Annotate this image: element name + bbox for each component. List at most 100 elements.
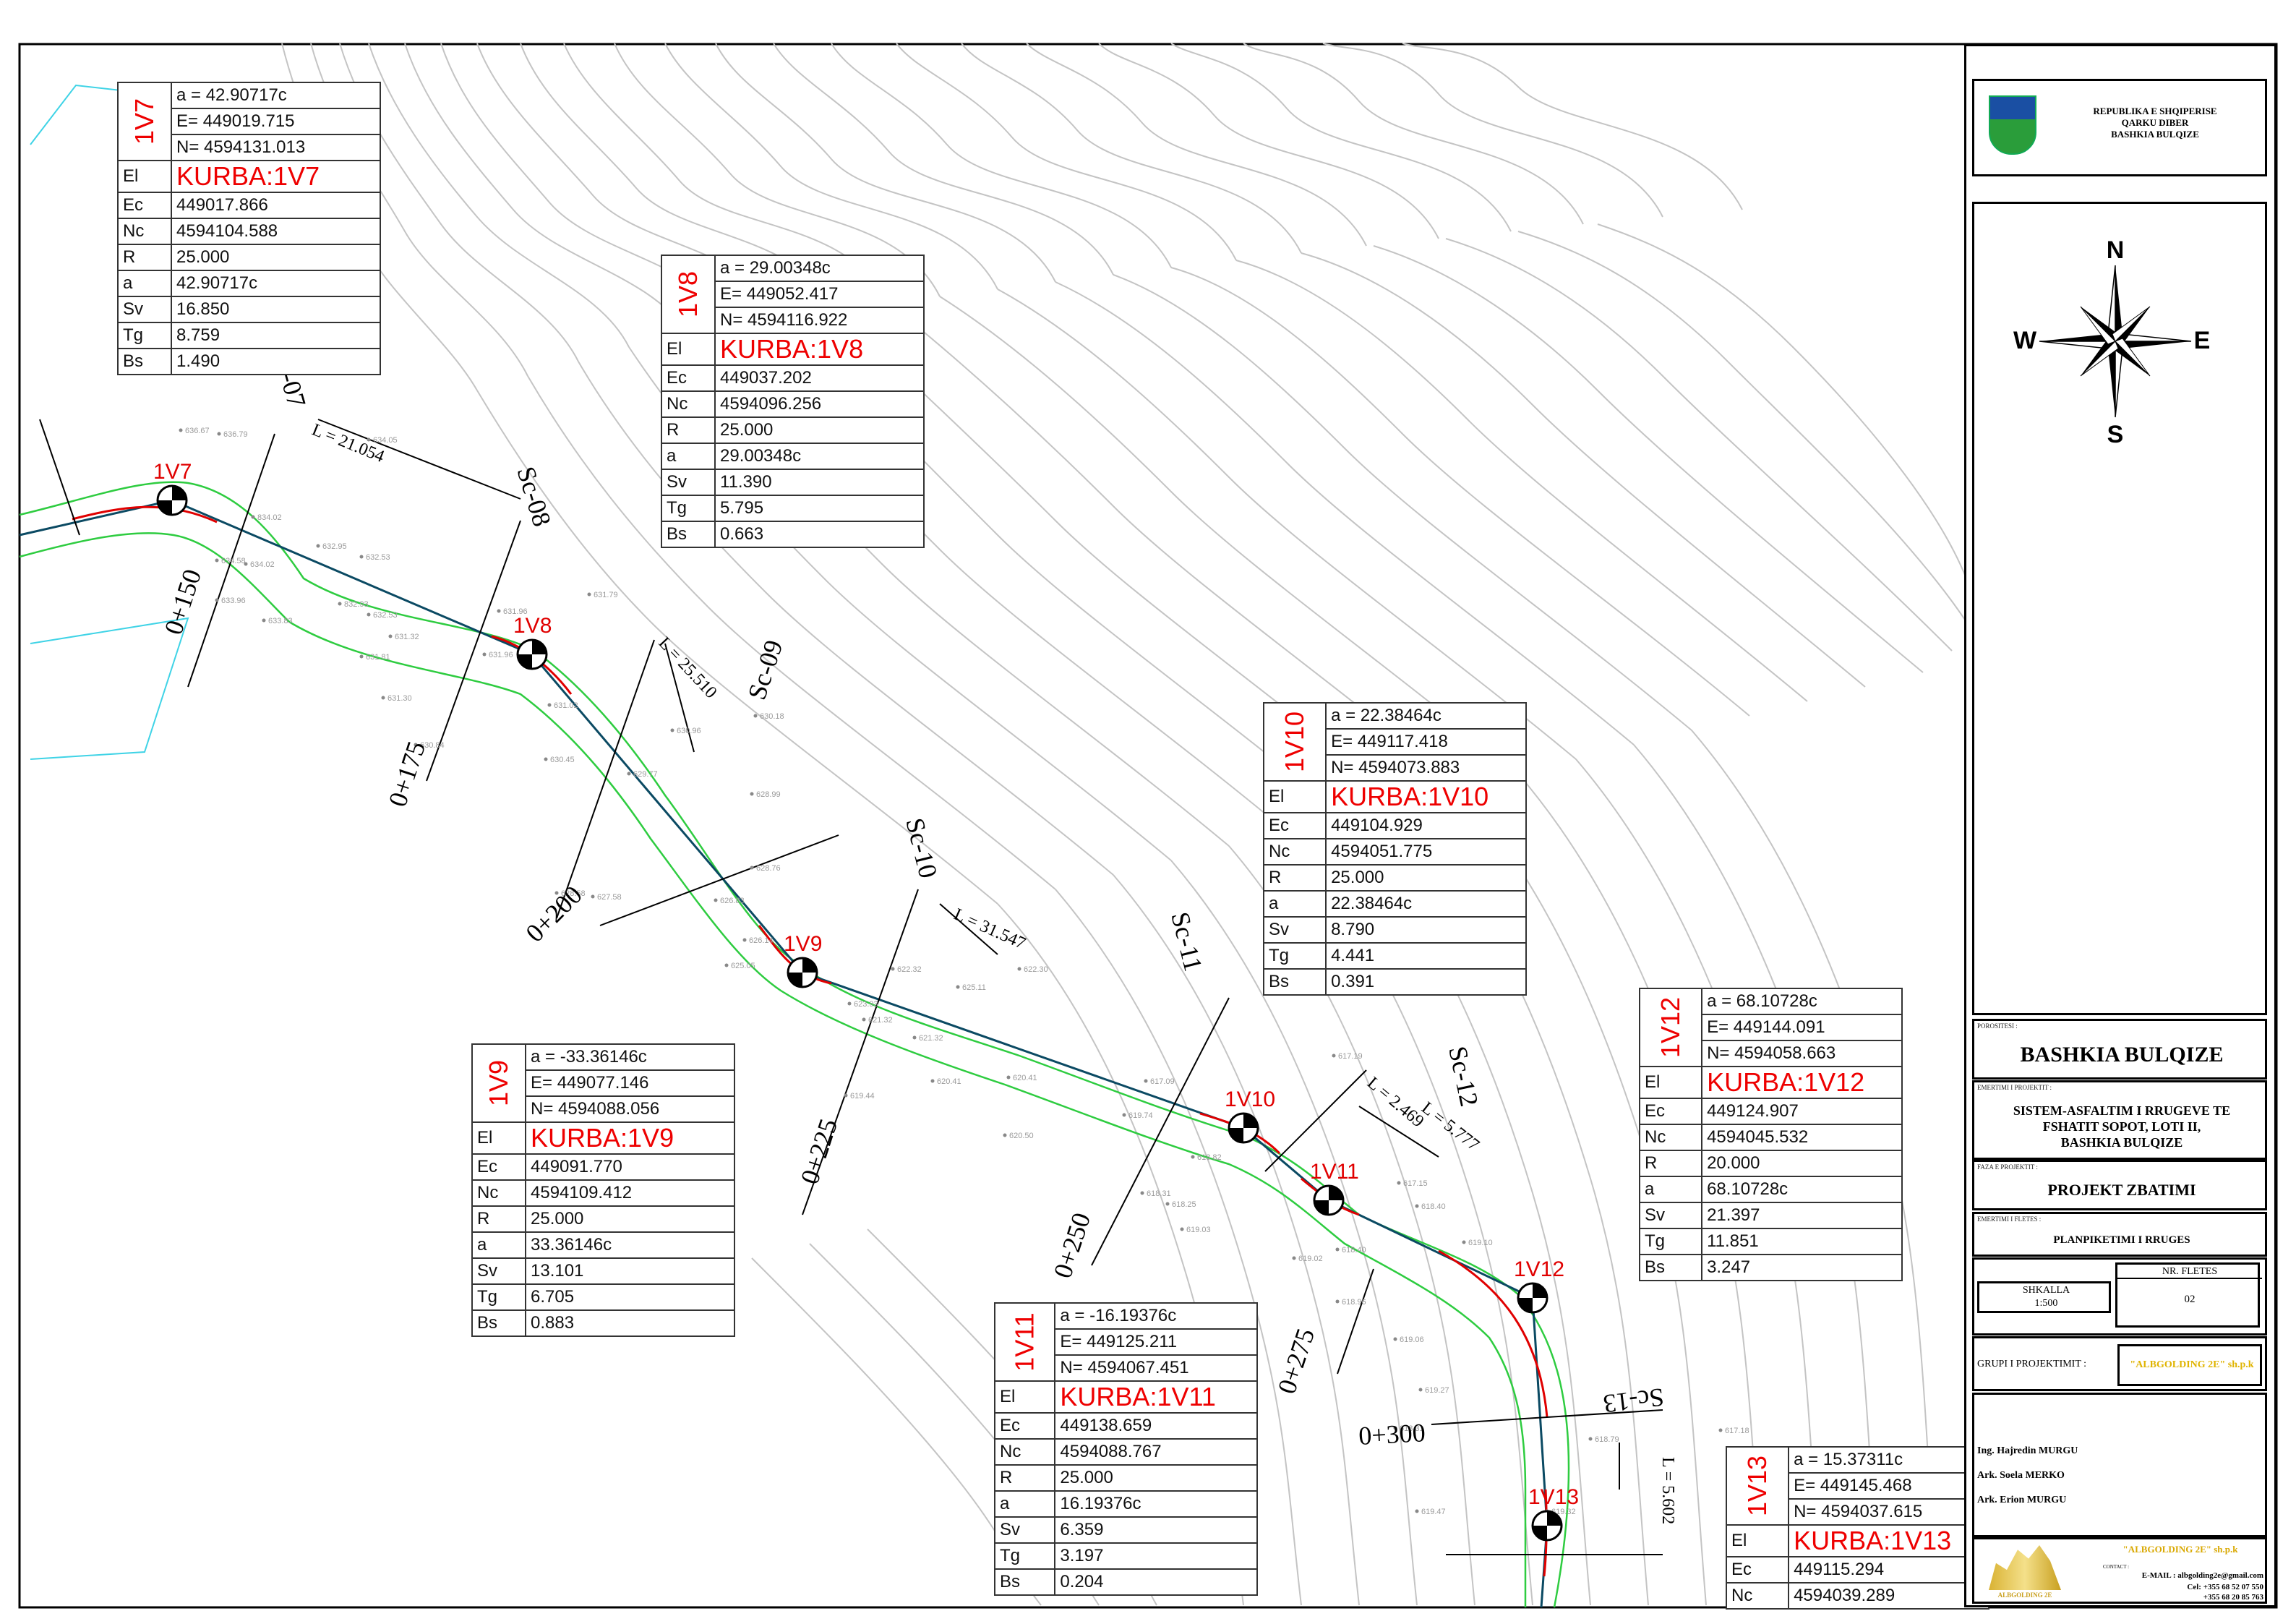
curve-param-key: Nc xyxy=(1725,1582,1790,1610)
curve-param-value: 4594088.767 xyxy=(1054,1438,1258,1466)
spot-height: 630.84 xyxy=(414,741,445,750)
svg-text:618.79: 618.79 xyxy=(1595,1435,1619,1444)
curve-param-key: Nc xyxy=(471,1179,526,1207)
spot-height: 618.40 xyxy=(1335,1246,1366,1255)
curve-param-key: Bs xyxy=(117,348,172,375)
curve-param-value: 4594039.289 xyxy=(1788,1582,1989,1610)
spot-height: 617.15 xyxy=(1397,1179,1428,1188)
spot-height: 617.09 xyxy=(1144,1077,1175,1086)
client-name: BASHKIA BULQIZE xyxy=(2020,1043,2224,1067)
curve-param-value: 449091.770 xyxy=(525,1153,735,1181)
svg-text:620.41: 620.41 xyxy=(937,1077,961,1086)
designer-1: Ing. Hajredin MURGU xyxy=(1977,1445,2078,1456)
spot-height: 626.14 xyxy=(742,936,774,945)
curve-param-key: Ec xyxy=(661,364,716,392)
svg-text:633.83: 633.83 xyxy=(268,617,293,625)
designer-2: Ark. Soela MERKO xyxy=(1977,1470,2065,1481)
svg-text:636.79: 636.79 xyxy=(223,430,248,439)
curve-param-value: 25.000 xyxy=(171,244,381,271)
curve-param-key: Tg xyxy=(1638,1228,1703,1255)
curve-el-key: El xyxy=(661,333,716,366)
curve-title: KURBA:1V11 xyxy=(1054,1380,1258,1414)
segment-length-label: L = 5.602 xyxy=(1658,1457,1677,1524)
project-line-3: BASHKIA BULQIZE xyxy=(2060,1135,2183,1150)
spot-height: 622.32 xyxy=(891,965,922,974)
spot-height: 631.30 xyxy=(381,694,412,703)
compass-e: E xyxy=(2193,327,2211,354)
svg-text:632.53: 632.53 xyxy=(373,611,398,620)
svg-text:619.74: 619.74 xyxy=(1128,1111,1153,1120)
spot-height: 620.41 xyxy=(930,1077,961,1086)
curve-northing: N= 4594131.013 xyxy=(171,134,381,161)
company-name: "ALBGOLDING 2E" sh.p.k xyxy=(2122,1544,2238,1555)
vertex-label: 1V7 xyxy=(153,460,192,484)
curve-param-value: 25.000 xyxy=(1054,1464,1258,1492)
spot-height: 631.79 xyxy=(587,591,618,599)
curve-param-value: 449124.907 xyxy=(1701,1098,1903,1125)
curve-title: KURBA:1V7 xyxy=(171,160,381,193)
svg-text:626.83: 626.83 xyxy=(720,897,745,905)
svg-text:636.67: 636.67 xyxy=(185,427,210,435)
svg-text:622.32: 622.32 xyxy=(897,965,922,974)
company-phone-2: +355 68 20 85 763 xyxy=(2203,1593,2263,1602)
svg-text:627.58: 627.58 xyxy=(597,893,622,902)
curve-easting: E= 449117.418 xyxy=(1325,728,1527,756)
curve-param-key: Bs xyxy=(993,1568,1056,1596)
curve-param-value: 13.101 xyxy=(525,1257,735,1285)
curve-param-value: 20.000 xyxy=(1701,1150,1903,1177)
vertex-label: 1V13 xyxy=(1528,1485,1579,1509)
chainage-label: 0+175 xyxy=(383,738,432,810)
vertex-label: 1V10 xyxy=(1225,1087,1275,1111)
phase-value: PROJEKT ZBATIMI xyxy=(2047,1181,2196,1199)
company-logo-icon xyxy=(1989,1545,2061,1590)
svg-text:618.40: 618.40 xyxy=(1342,1246,1366,1255)
design-group-box: GRUPI I PROJEKTIMIT : "ALBGOLDING 2E" sh… xyxy=(1972,1336,2267,1391)
svg-text:631.32: 631.32 xyxy=(395,633,419,641)
spot-height: 617.19 xyxy=(1332,1052,1363,1061)
designer-3: Ark. Erion MURGU xyxy=(1977,1495,2067,1505)
sheet-number-label: NR. FLETES xyxy=(2117,1266,2262,1279)
chainage-label: 0+225 xyxy=(795,1115,844,1187)
section-label: Sc-12 xyxy=(1443,1043,1484,1108)
curve-title: KURBA:1V13 xyxy=(1788,1524,1989,1557)
sheet-number-cell: NR. FLETES 02 xyxy=(2115,1262,2262,1328)
spot-height: 630.96 xyxy=(670,727,701,735)
spot-height: 619.02 xyxy=(1292,1255,1323,1263)
curve-el-key: El xyxy=(1262,780,1327,813)
curve-param-value: 29.00348c xyxy=(714,443,925,470)
spot-height: 622.30 xyxy=(1017,965,1048,974)
curve-param-key: Ec xyxy=(1262,812,1327,839)
curve-param-key: Sv xyxy=(117,296,172,323)
cross-section-lines xyxy=(39,419,1663,1555)
spot-height: 619.03 xyxy=(1180,1226,1211,1234)
sheet-title-box: EMERTIMI I FLETES : PLANPIKETIMI I RRUGE… xyxy=(1972,1212,2267,1257)
svg-text:618.96: 618.96 xyxy=(1342,1298,1366,1307)
spot-height: 636.79 xyxy=(217,430,248,439)
curve-northing: N= 4594058.663 xyxy=(1701,1040,1903,1067)
spot-height: 630.45 xyxy=(544,756,575,764)
curve-param-value: 449138.659 xyxy=(1054,1412,1258,1440)
curve-param-key: R xyxy=(1262,864,1327,892)
project-line-1: SISTEM-ASFALTIM I RRUGEVE TE xyxy=(2013,1103,2231,1118)
curve-param-key: Bs xyxy=(1262,968,1327,996)
curve-param-value: 8.759 xyxy=(171,322,381,349)
curve-param-key: a xyxy=(1638,1176,1703,1203)
curve-param-value: 68.10728c xyxy=(1701,1176,1903,1203)
curve-param-key: R xyxy=(1638,1150,1703,1177)
svg-text:628.76: 628.76 xyxy=(756,864,781,873)
curve-param-value: 6.359 xyxy=(1054,1516,1258,1544)
spot-height: 631.32 xyxy=(388,633,419,641)
curve-param-key: Nc xyxy=(1262,838,1327,866)
curve-param-key: Nc xyxy=(117,218,172,245)
spot-height: 631.02 xyxy=(547,701,578,710)
curve-param-value: 16.19376c xyxy=(1054,1490,1258,1518)
svg-text:619.27: 619.27 xyxy=(1425,1386,1449,1395)
vertex-label: 1V8 xyxy=(513,614,552,638)
spot-height: 618.31 xyxy=(1393,1424,1424,1433)
sheet-title-value: PLANPIKETIMI I RRUGES xyxy=(2053,1234,2190,1246)
vertex-marker: 1V12 xyxy=(1514,1257,1564,1314)
curve-el-key: El xyxy=(1725,1524,1790,1557)
spot-height: 618.31 xyxy=(1140,1189,1171,1198)
